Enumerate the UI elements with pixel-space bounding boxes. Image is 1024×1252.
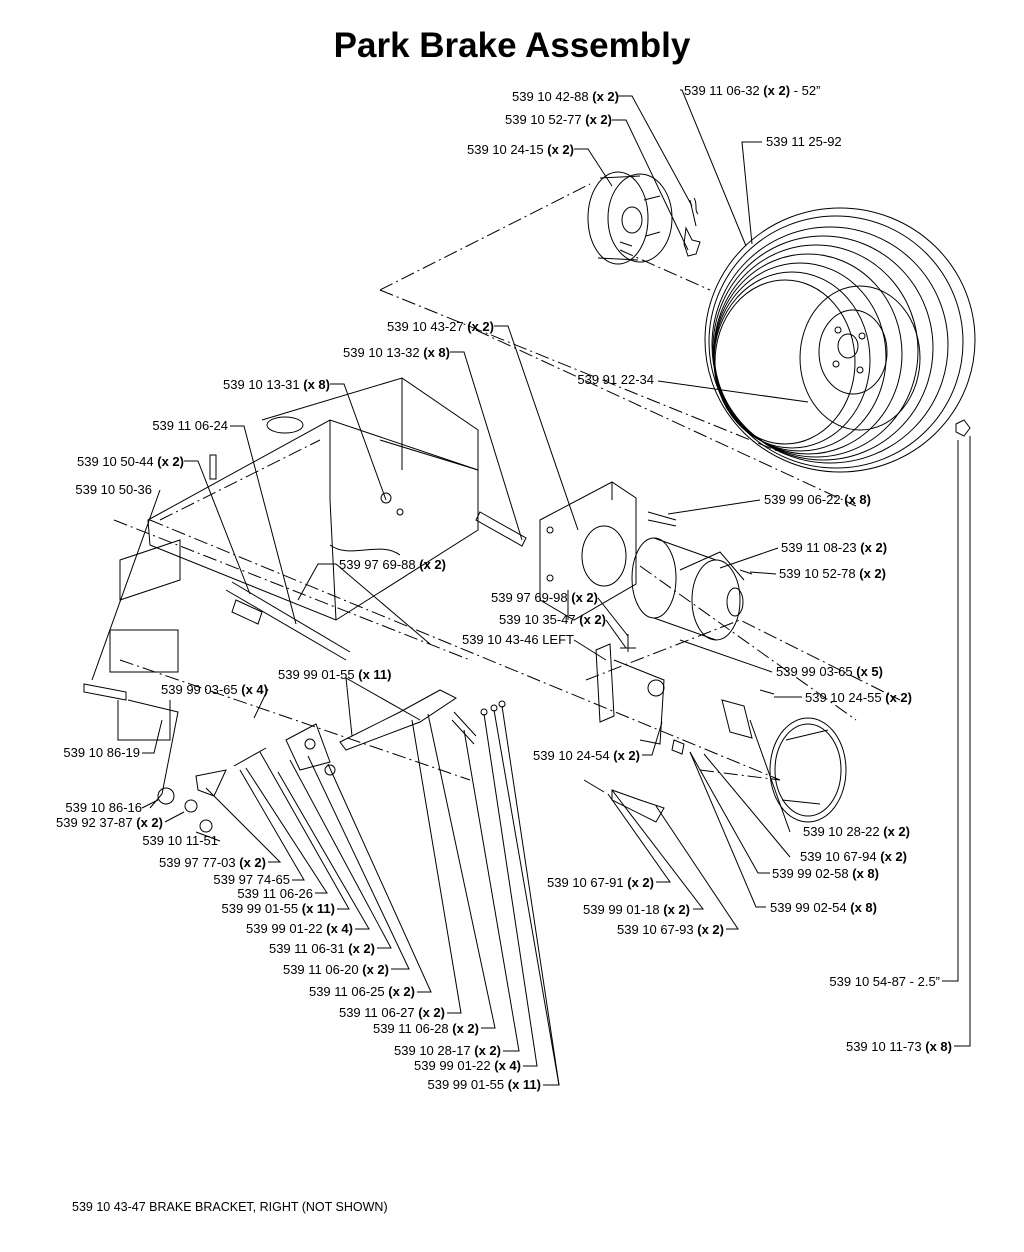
part-label: 539 11 06-24 xyxy=(152,418,228,433)
part-label: 539 10 35-47 (x 2) xyxy=(499,612,606,627)
part-label: 539 97 77-03 (x 2) xyxy=(159,855,266,870)
part-label: 539 10 67-93 (x 2) xyxy=(617,922,724,937)
part-label: 539 11 06-32 (x 2) - 52” xyxy=(684,83,820,98)
part-label: 539 99 01-55 (x 11) xyxy=(428,1077,542,1092)
part-label: 539 10 43-46 LEFT xyxy=(462,632,574,647)
part-label: 539 10 24-54 (x 2) xyxy=(533,748,640,763)
part-label: 539 11 06-25 (x 2) xyxy=(309,984,415,999)
part-label: 539 11 06-31 (x 2) xyxy=(269,941,375,956)
part-label: 539 10 42-88 (x 2) xyxy=(512,89,619,104)
part-labels: 539 10 42-88 (x 2) 539 11 06-32 (x 2) - … xyxy=(56,83,952,1092)
part-label: 539 10 24-55 (x 2) xyxy=(805,690,912,705)
page-title: Park Brake Assembly xyxy=(333,26,691,65)
part-label: 539 10 11-51 xyxy=(142,833,218,848)
part-label: 539 11 06-28 (x 2) xyxy=(373,1021,479,1036)
part-label: 539 99 06-22 (x 8) xyxy=(764,492,871,507)
part-label: 539 99 01-22 (x 4) xyxy=(246,921,353,936)
bolt-illustrations xyxy=(475,511,753,575)
motor-illustration xyxy=(631,537,745,641)
part-label: 539 97 69-88 (x 2) xyxy=(339,557,446,572)
brake-bracket-illustration xyxy=(583,634,685,823)
part-label: 539 11 06-26 xyxy=(237,886,313,901)
part-label: 539 91 22-34 xyxy=(577,372,654,387)
part-label: 539 99 02-58 (x 8) xyxy=(772,866,879,881)
part-label: 539 99 03-65 (x 4) xyxy=(161,682,268,697)
part-label: 539 10 13-32 (x 8) xyxy=(343,345,450,360)
leader-lines xyxy=(91,89,971,1086)
part-label: 539 99 01-22 (x 4) xyxy=(414,1058,521,1073)
part-label: 539 10 54-87 - 2.5” xyxy=(829,974,940,989)
part-label: 539 92 37-87 (x 2) xyxy=(56,815,163,830)
part-label: 539 99 01-18 (x 2) xyxy=(583,902,690,917)
part-label: 539 99 02-54 (x 8) xyxy=(770,900,877,915)
part-label: 539 99 03-65 (x 5) xyxy=(776,664,883,679)
tire-illustration xyxy=(704,207,976,473)
part-label: 539 10 52-77 (x 2) xyxy=(505,112,612,127)
part-label: 539 10 86-19 xyxy=(63,745,140,760)
part-label: 539 10 11-73 (x 8) xyxy=(846,1039,952,1054)
part-label: 539 10 13-31 (x 8) xyxy=(223,377,330,392)
part-label: 539 10 67-91 (x 2) xyxy=(547,875,654,890)
part-label: 539 10 24-15 (x 2) xyxy=(467,142,574,157)
part-label: 539 10 52-78 (x 2) xyxy=(779,566,886,581)
part-label: 539 10 86-16 xyxy=(65,800,142,815)
part-label: 539 99 01-55 (x 11) xyxy=(278,667,392,682)
part-label: 539 11 25-92 xyxy=(766,134,842,149)
lug-nut-illustration xyxy=(955,419,971,437)
part-label: 539 11 08-23 (x 2) xyxy=(781,540,887,555)
part-label: 539 11 06-27 (x 2) xyxy=(339,1005,445,1020)
part-label: 539 10 28-17 (x 2) xyxy=(394,1043,501,1058)
part-label: 539 97 74-65 xyxy=(213,872,290,887)
part-label: 539 10 50-44 (x 2) xyxy=(77,454,184,469)
part-label: 539 99 01-55 (x 11) xyxy=(222,901,336,916)
mount-bracket-illustration xyxy=(539,481,637,621)
hub-illustration xyxy=(587,171,701,265)
frame-illustration xyxy=(147,377,479,621)
footnote: 539 10 43-47 BRAKE BRACKET, RIGHT (NOT S… xyxy=(72,1200,388,1214)
part-label: 539 11 06-20 (x 2) xyxy=(283,962,389,977)
part-label: 539 10 43-27 (x 2) xyxy=(387,319,494,334)
rod-illustrations xyxy=(225,581,506,751)
part-label: 539 10 28-22 (x 2) xyxy=(803,824,910,839)
part-label: 539 10 67-94 (x 2) xyxy=(800,849,907,864)
construction-lines xyxy=(113,183,901,781)
part-label: 539 10 50-36 xyxy=(75,482,152,497)
brake-band-illustration xyxy=(721,689,847,823)
part-label: 539 97 69-98 (x 2) xyxy=(491,590,598,605)
